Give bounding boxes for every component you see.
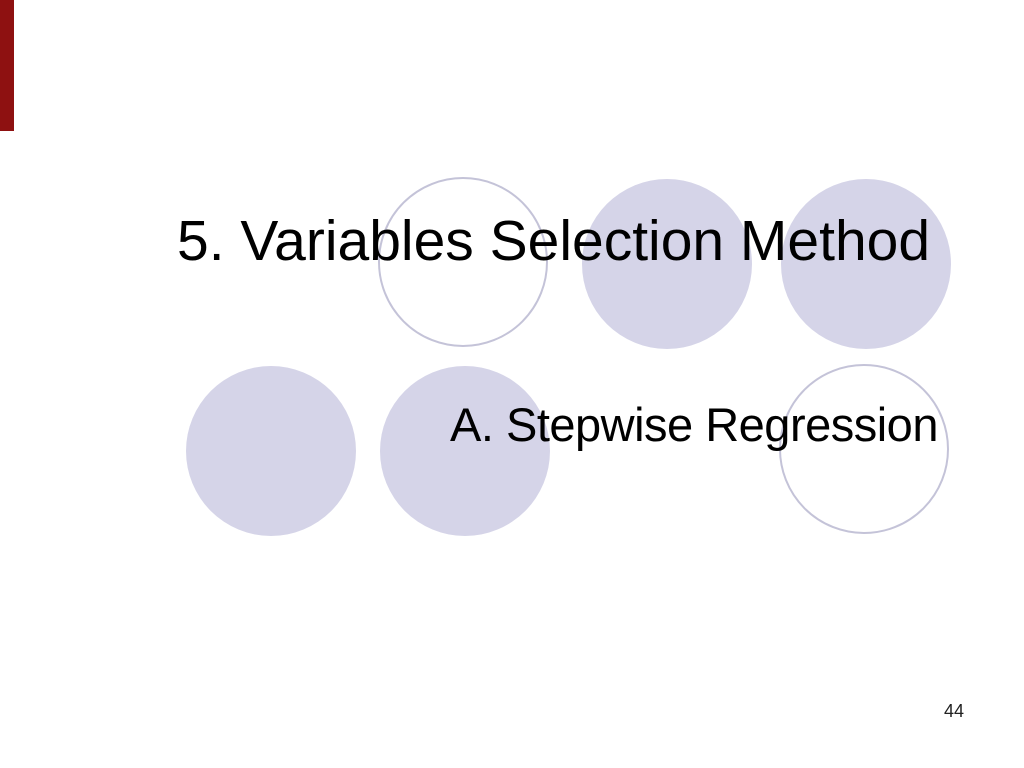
decor-circle-filled-bottom-middle <box>380 366 550 536</box>
decor-circle-filled-top-right <box>781 179 951 349</box>
accent-bar <box>0 0 14 131</box>
decor-circle-outlined-top <box>378 177 548 347</box>
decor-circle-filled-top-middle <box>582 179 752 349</box>
slide-subtitle: A. Stepwise Regression <box>450 398 938 451</box>
decor-circle-outlined-bottom-right <box>779 364 949 534</box>
slide-title: 5. Variables Selection Method <box>177 209 931 273</box>
page-number: 44 <box>944 701 965 721</box>
decor-circle-filled-bottom-left <box>186 366 356 536</box>
